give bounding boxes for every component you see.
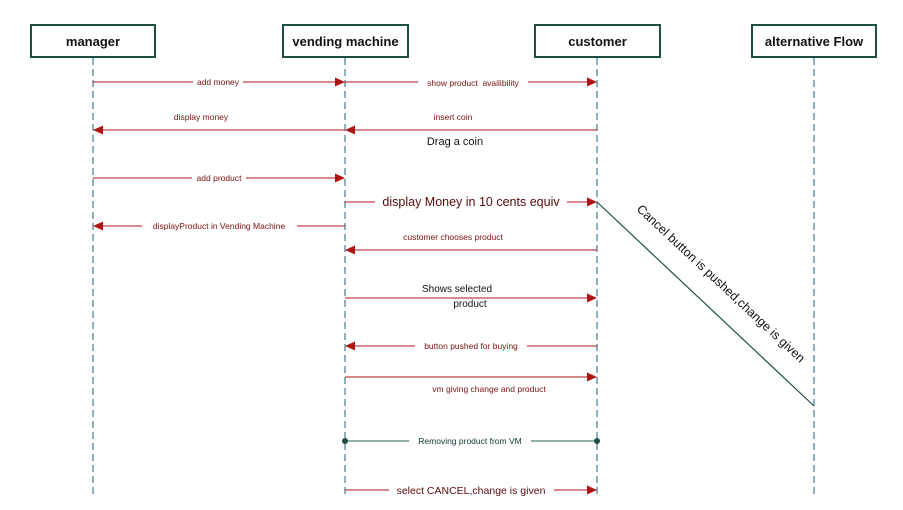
message-endpoint-left xyxy=(342,438,348,444)
actor-label-alternative-flow: alternative Flow xyxy=(764,33,864,49)
message-label-display-product: displayProduct in Vending Machine xyxy=(153,221,286,231)
message-label-display-money: display money xyxy=(174,112,229,122)
alternative-flow-label: Cancel button is pushed,change is given xyxy=(634,202,808,365)
actor-box-customer: customer xyxy=(534,24,661,58)
message-label-product: product xyxy=(453,299,487,310)
actor-label-vending-machine: vending machine xyxy=(292,33,399,49)
actor-box-alternative-flow: alternative Flow xyxy=(751,24,877,58)
actor-label-customer: customer xyxy=(568,33,627,49)
label-bg xyxy=(418,76,528,87)
message-label-shows-selected: Shows selected xyxy=(422,284,492,295)
message-label-display-money-10-cents: display Money in 10 cents equiv xyxy=(382,195,560,209)
message-label-button-pushed: button pushed for buying xyxy=(424,341,518,351)
alternative-flow-line xyxy=(596,201,815,407)
message-label-drag-a-coin: Drag a coin xyxy=(427,136,483,148)
message-label-add-product: add product xyxy=(197,173,243,183)
label-bg xyxy=(375,194,567,209)
message-label-insert-coin: insert coin xyxy=(434,112,473,122)
actor-box-manager: manager xyxy=(30,24,156,58)
label-bg xyxy=(192,172,246,183)
actor-label-manager: manager xyxy=(65,33,121,49)
actor-box-vending-machine: vending machine xyxy=(282,24,409,58)
label-bg xyxy=(409,435,531,446)
label-bg xyxy=(389,483,554,496)
message-label-select-cancel: select CANCEL,change is given xyxy=(397,485,546,497)
label-bg xyxy=(415,340,527,351)
label-bg xyxy=(142,220,297,231)
message-label-vm-giving-change: vm giving change and product xyxy=(432,384,546,394)
label-bg xyxy=(193,76,243,87)
message-label-show-product-availibility: show product availibility xyxy=(427,78,519,88)
message-label-customer-chooses-product: customer chooses product xyxy=(403,232,503,242)
message-label-add-money: add money xyxy=(197,77,240,87)
message-label-removing-product: Removing product from VM xyxy=(418,436,521,446)
message-endpoint-right xyxy=(594,438,600,444)
